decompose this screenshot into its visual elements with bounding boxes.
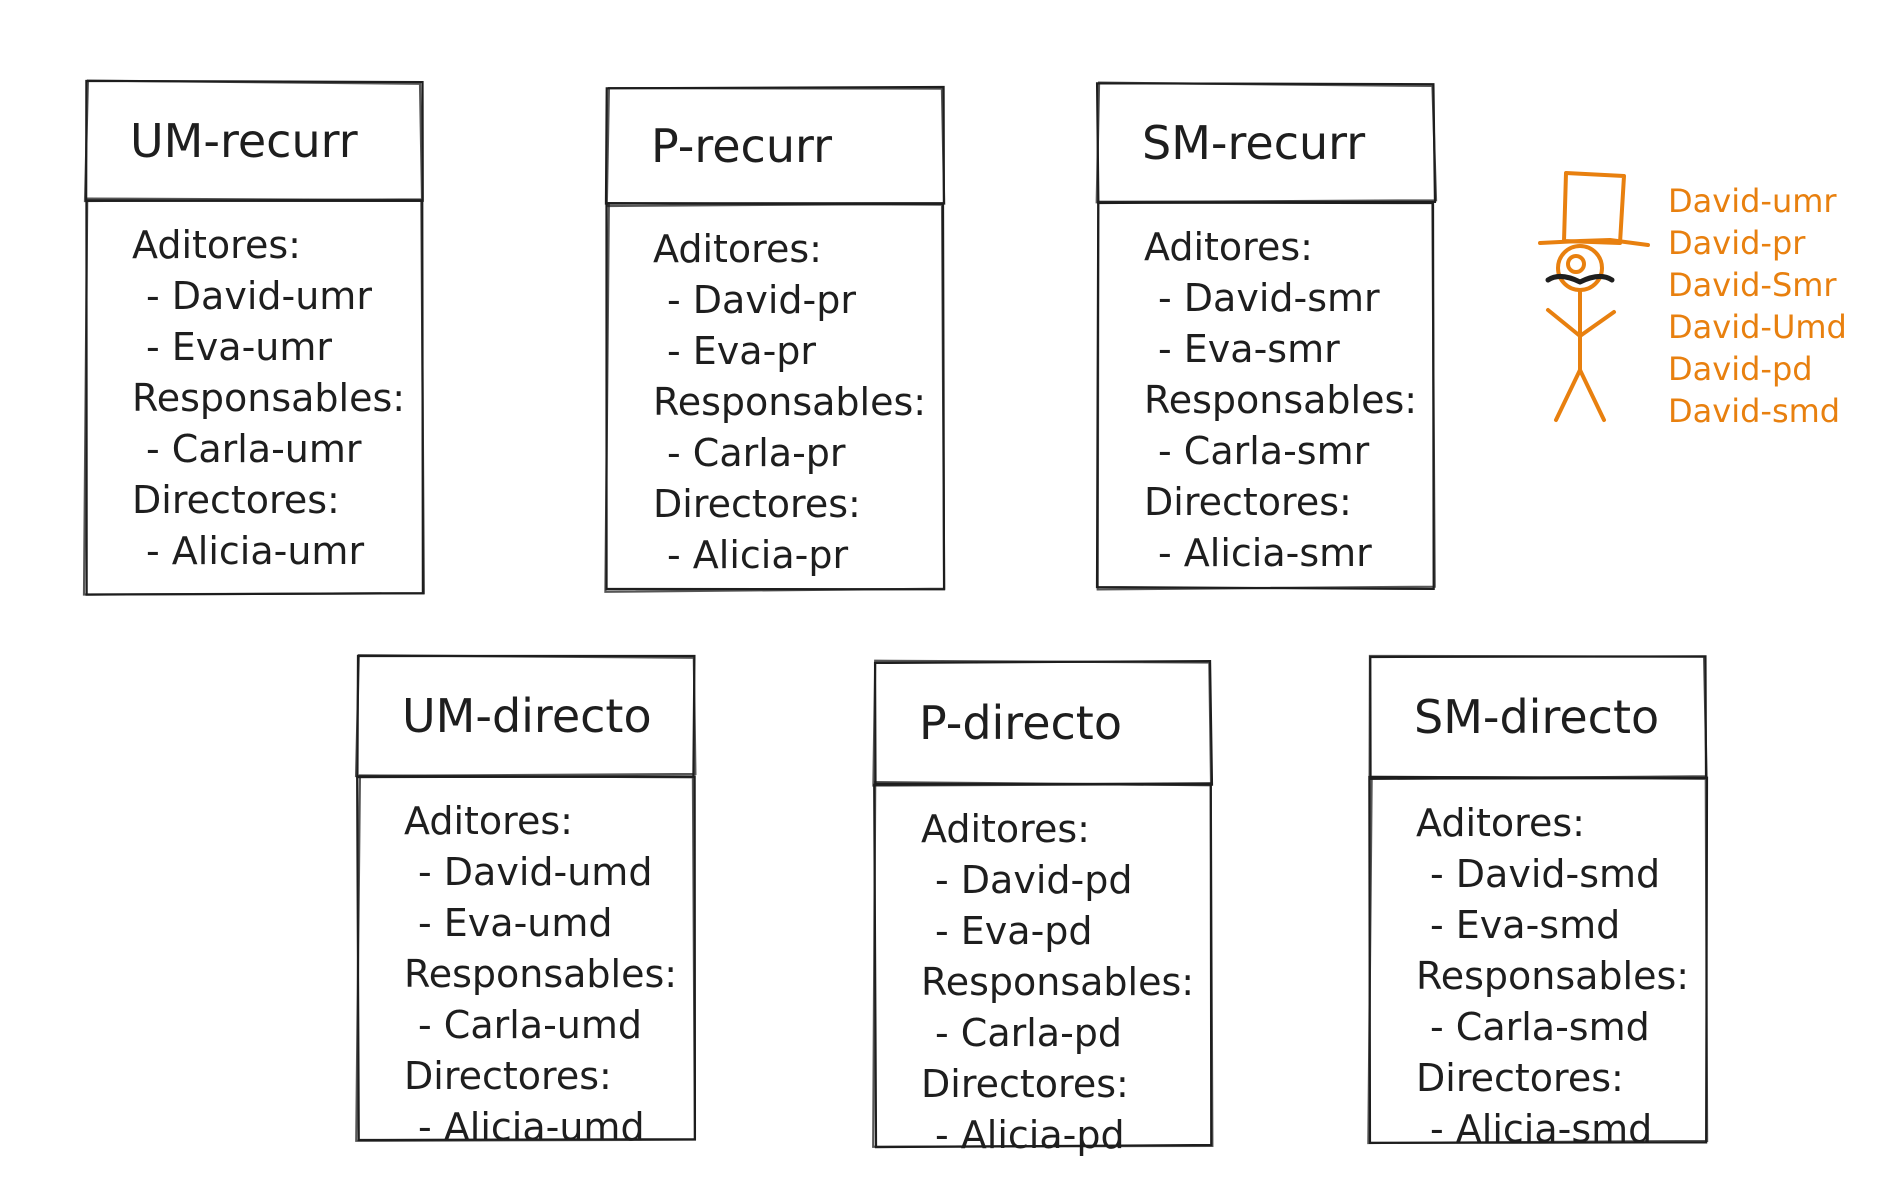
box-title: UM-directo [402,689,652,743]
boxes-layer: UM-recurrAditores: - David-umr - Eva-umrRe… [84,81,1707,1157]
role-heading: Responsables: [132,376,405,420]
member-entry: - David-pr [667,278,856,322]
role-box: SM-directoAditores: - David-smd - Eva-smdR… [1368,656,1707,1151]
member-entry: - Eva-pd [935,909,1093,953]
role-heading: Responsables: [1144,378,1417,422]
member-entry: - Carla-pd [935,1011,1122,1055]
member-entry: - David-pd [935,858,1132,902]
member-entry: - Eva-umr [146,325,332,369]
figure-label: David-Umd [1668,308,1847,346]
role-heading: Responsables: [921,960,1194,1004]
member-entry: - Alicia-pr [667,533,848,577]
role-box: UM-directoAditores: - David-umd - Eva-umdR… [356,655,695,1149]
role-heading: Directores: [1144,480,1352,524]
stick-figure-icon [1540,173,1648,420]
role-heading: Directores: [132,478,340,522]
role-box: UM-recurrAditores: - David-umr - Eva-umrRe… [84,81,424,595]
member-entry: - Carla-umr [146,427,362,471]
box-title: SM-directo [1414,690,1659,744]
member-entry: - Alicia-smd [1430,1107,1652,1151]
member-entry: - Eva-umd [418,901,613,945]
role-heading: Directores: [921,1062,1129,1106]
member-entry: - Alicia-umr [146,529,364,573]
role-heading: Responsables: [653,380,926,424]
box-title: P-directo [919,696,1122,750]
figure-label: David-pr [1668,224,1806,262]
box-title: UM-recurr [130,114,358,168]
member-entry: - Eva-smd [1430,903,1620,947]
member-entry: - David-umr [146,274,372,318]
figure-label: David-Smr [1668,266,1837,304]
member-entry: - Alicia-smr [1158,531,1372,575]
role-heading: Aditores: [921,807,1090,851]
box-title: P-recurr [651,119,832,173]
member-entry: - Carla-umd [418,1003,642,1047]
role-heading: Directores: [404,1054,612,1098]
role-heading: Aditores: [1144,225,1313,269]
figure-label: David-smd [1668,392,1840,430]
member-entry: - Eva-pr [667,329,816,373]
role-heading: Directores: [1416,1056,1624,1100]
member-entry: - Alicia-umd [418,1105,645,1149]
role-box: SM-recurrAditores: - David-smr - Eva-smrRe… [1097,83,1436,590]
role-heading: Directores: [653,482,861,526]
role-heading: Aditores: [404,799,573,843]
member-entry: - David-smr [1158,276,1380,320]
member-entry: - Eva-smr [1158,327,1340,371]
figure-label: David-umr [1668,182,1837,220]
role-heading: Aditores: [1416,801,1585,845]
member-entry: - David-smd [1430,852,1660,896]
role-heading: Responsables: [404,952,677,996]
box-title: SM-recurr [1142,116,1365,170]
member-entry: - David-umd [418,850,652,894]
member-entry: - Carla-pr [667,431,846,475]
member-entry: - Carla-smr [1158,429,1370,473]
role-box: P-directoAditores: - David-pd - Eva-pdResp… [873,661,1212,1157]
figure-label: David-pd [1668,350,1813,388]
role-heading: Responsables: [1416,954,1689,998]
member-entry: - Alicia-pd [935,1113,1125,1157]
role-heading: Aditores: [653,227,822,271]
role-heading: Aditores: [132,223,301,267]
role-box: P-recurrAditores: - David-pr - Eva-prRespo… [605,87,944,592]
member-entry: - Carla-smd [1430,1005,1650,1049]
figure-labels: David-umrDavid-prDavid-SmrDavid-UmdDavid… [1668,182,1847,430]
